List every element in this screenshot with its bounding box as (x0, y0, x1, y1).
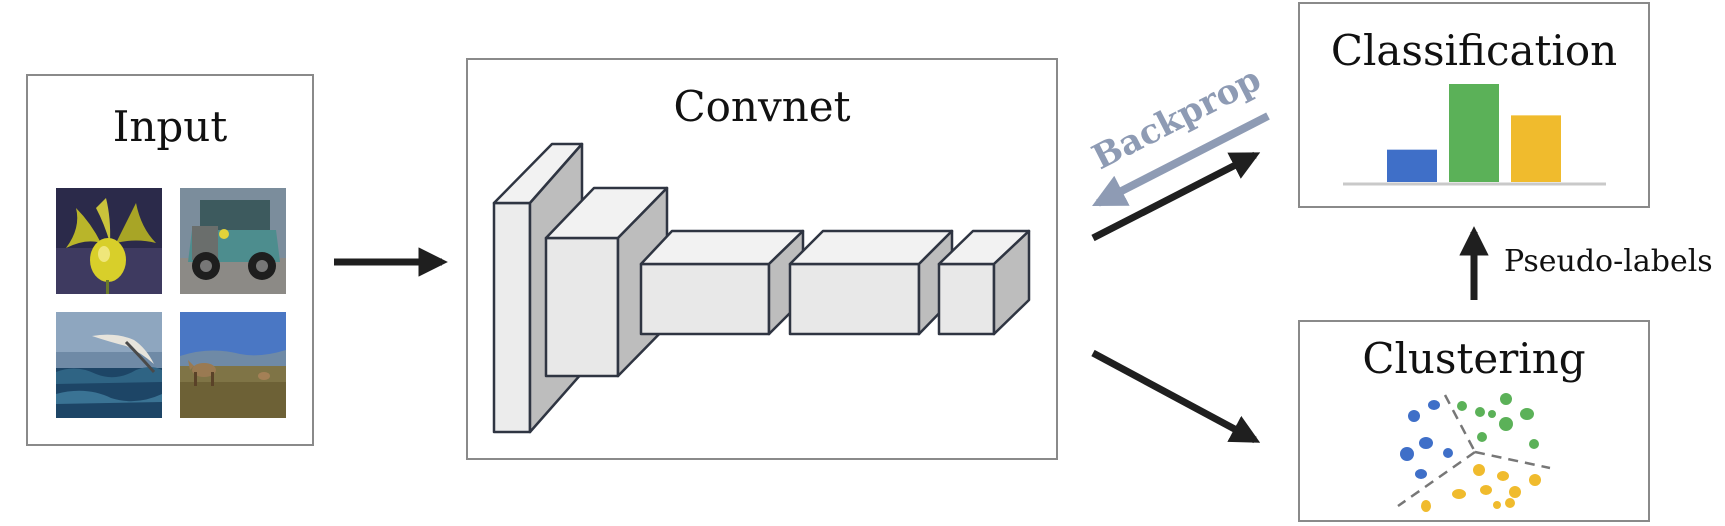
convnet-title: Convnet (673, 82, 851, 131)
cluster-point-yellow (1505, 498, 1515, 508)
clustering-panel: Clustering (1298, 320, 1650, 522)
cluster-point-blue (1400, 447, 1414, 461)
input-title: Input (112, 102, 228, 151)
classification-bar-1 (1387, 149, 1437, 182)
conv-block-4 (788, 229, 954, 336)
cluster-point-green (1499, 417, 1513, 431)
classification-bars (1387, 84, 1561, 182)
classification-title: Classification (1330, 26, 1618, 75)
cluster-point-blue (1415, 469, 1427, 479)
cluster-point-green (1520, 408, 1534, 420)
cluster-point-green (1529, 439, 1539, 449)
conv-block-3 (639, 229, 805, 336)
cluster-point-blue (1408, 410, 1420, 422)
cluster-point-green (1500, 393, 1512, 405)
convnet-layers (492, 142, 1031, 434)
classification-bar-2 (1449, 84, 1499, 182)
flower-photo-icon (56, 188, 162, 294)
cluster-point-yellow (1529, 474, 1541, 486)
classification-bar-3 (1511, 115, 1561, 182)
cluster-point-blue (1428, 400, 1440, 410)
cluster-point-green (1477, 432, 1487, 442)
cluster-boundaries (1397, 394, 1551, 508)
cluster-point-yellow (1493, 501, 1501, 509)
cluster-point-yellow (1497, 471, 1509, 481)
deer-in-field-photo-icon (180, 312, 286, 418)
convnet-to-classification-arrow (1091, 151, 1261, 242)
conv-block-5 (937, 229, 1031, 336)
cluster-point-yellow (1509, 486, 1521, 498)
clustering-title: Clustering (1362, 334, 1586, 383)
vintage-car-photo-icon (180, 188, 286, 294)
convnet-to-clustering-arrow (1091, 349, 1261, 444)
cluster-point-green (1488, 410, 1496, 418)
pseudo-labels-label: Pseudo-labels (1504, 244, 1713, 279)
cluster-point-blue (1443, 448, 1453, 458)
cluster-point-green (1475, 407, 1485, 417)
seabird-over-waves-photo-icon (56, 312, 162, 418)
cluster-point-yellow (1452, 489, 1466, 499)
cluster-points (1400, 393, 1541, 512)
input-panel: Input (26, 74, 314, 446)
backprop-arrow (1092, 112, 1270, 207)
cluster-point-yellow (1473, 464, 1485, 476)
cluster-point-yellow (1480, 485, 1492, 495)
cluster-point-green (1457, 401, 1467, 411)
cluster-point-blue (1419, 437, 1433, 449)
cluster-point-yellow (1421, 500, 1431, 512)
